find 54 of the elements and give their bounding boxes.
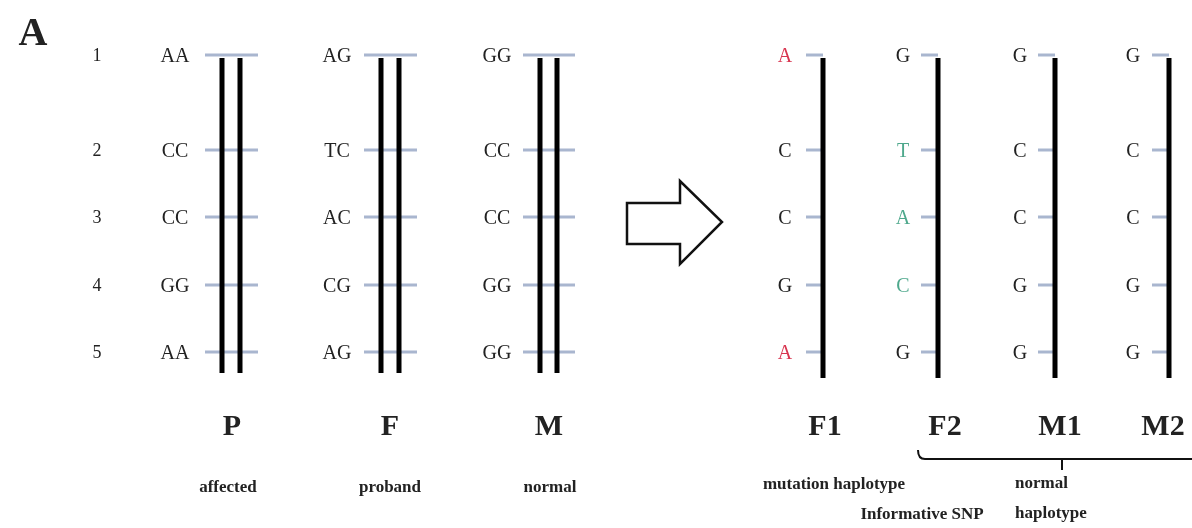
allele-label: C [1013,140,1027,160]
allele-label: A [895,207,911,227]
genotype-label: CC [483,207,511,227]
allele-label: G [1125,275,1141,295]
sample-name: P [222,410,242,440]
informative-snp-label: Informative SNP [860,504,984,522]
genotype-label: AC [323,207,351,227]
snp-position-number: 4 [92,276,102,294]
snp-position-number: 1 [92,46,102,64]
sample-name: F1 [808,410,842,440]
snp-position-number: 3 [92,208,102,226]
genotype-label: CC [483,140,511,160]
allele-label: G [1125,342,1141,362]
allele-label: G [895,45,911,65]
allele-label: G [1125,45,1141,65]
genotype-label: CG [323,275,351,295]
allele-label: C [778,140,792,160]
allele-label: C [896,275,910,295]
sample-name: M2 [1141,410,1185,440]
sample-name: M [534,410,564,440]
genotype-label: CC [161,207,189,227]
genotype-label: AG [322,342,352,362]
genotype-label: TC [324,140,350,160]
genotype-label: GG [482,45,512,65]
allele-label: G [1012,275,1028,295]
allele-label: C [778,207,792,227]
haplotype-label: normal haplotype [1015,472,1088,524]
sample-name: F [380,410,400,440]
panel-letter: A [18,12,48,52]
allele-label: A [777,342,793,362]
allele-label: G [1012,342,1028,362]
sample-name: F2 [928,410,962,440]
genotype-label: CC [161,140,189,160]
allele-label: G [777,275,793,295]
allele-label: C [1013,207,1027,227]
sample-description: normal [523,477,577,495]
genotype-label: AA [160,342,190,362]
genotype-label: GG [160,275,190,295]
allele-label: C [1126,140,1140,160]
allele-label: A [777,45,793,65]
sample-description: proband [358,477,422,495]
genotype-label: AA [160,45,190,65]
allele-label: C [1126,207,1140,227]
sample-name: M1 [1038,410,1082,440]
allele-label: G [895,342,911,362]
haplotype-label: mutation haplotype [762,474,906,492]
snp-position-number: 2 [92,141,102,159]
snp-position-number: 5 [92,343,102,361]
sample-description: affected [199,477,257,495]
genotype-label: AG [322,45,352,65]
genotype-label: GG [482,275,512,295]
allele-label: T [896,140,910,160]
allele-label: G [1012,45,1028,65]
genotype-label: GG [482,342,512,362]
